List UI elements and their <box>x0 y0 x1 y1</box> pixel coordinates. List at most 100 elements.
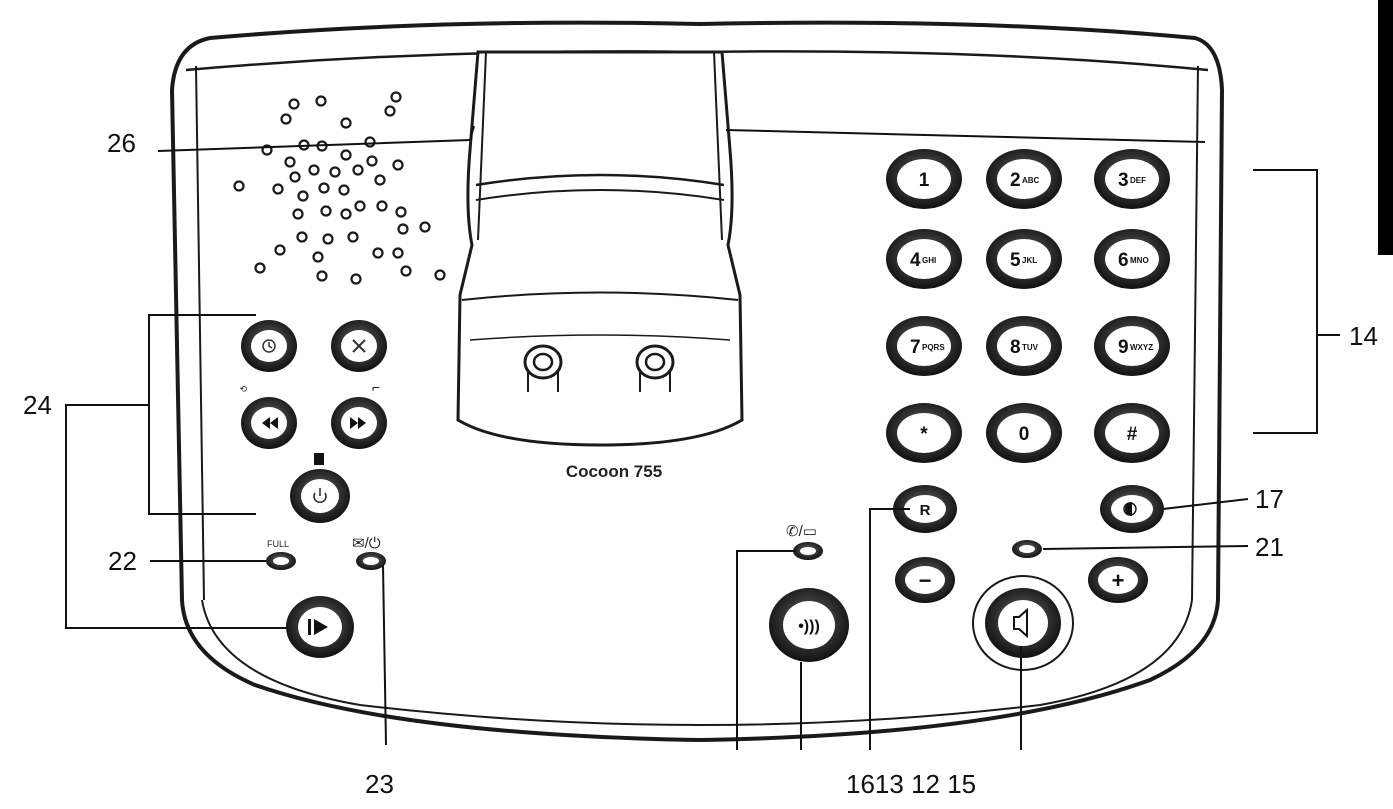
rewind-icon <box>262 417 278 429</box>
grille-hole <box>392 159 404 171</box>
intercom-icon <box>1125 502 1132 516</box>
clock-button[interactable] <box>241 320 297 372</box>
grille-hole <box>322 233 334 245</box>
charging-contact-right <box>635 344 675 392</box>
rewind-button[interactable] <box>241 397 297 449</box>
speakerphone-button[interactable] <box>972 575 1074 671</box>
grille-hole <box>372 247 384 259</box>
message-indicator-led <box>356 552 386 570</box>
keypad-key-0[interactable]: 0 <box>986 403 1062 463</box>
volume-down-button[interactable]: − <box>895 557 955 603</box>
grille-hole <box>395 206 407 218</box>
grille-hole <box>312 251 324 263</box>
keypad-key-digit: 1 <box>919 170 930 191</box>
grille-hole <box>354 200 366 212</box>
keypad-key-digit: # <box>1127 424 1138 445</box>
message-power-icon: ✉/⏻ <box>352 535 381 552</box>
memo-icon: ⌐ <box>372 379 380 395</box>
callout-23: 23 <box>365 769 394 799</box>
grille-hole <box>316 270 328 282</box>
grille-hole <box>292 208 304 220</box>
keypad-key-digit: 0 <box>1019 424 1030 445</box>
keypad-key-letters: MNO <box>1130 256 1149 265</box>
grille-hole <box>297 190 309 202</box>
grille-hole <box>392 247 404 259</box>
grille-hole <box>288 98 300 110</box>
keypad-key-digit: 2 <box>1010 170 1021 191</box>
page-button[interactable]: •))) <box>769 588 849 662</box>
base-side-line-right <box>1191 65 1199 601</box>
play-icon <box>308 619 311 635</box>
callout-26: 26 <box>107 128 136 158</box>
callout-14: 14 <box>1349 321 1378 351</box>
grille-hole <box>272 183 284 195</box>
grille-hole <box>340 208 352 220</box>
grille-hole <box>338 184 350 196</box>
grille-hole <box>384 105 396 117</box>
grille-hole <box>296 231 308 243</box>
grille-hole <box>318 182 330 194</box>
keypad-key-digit: * <box>920 424 928 445</box>
intercom-button[interactable] <box>1100 485 1164 533</box>
callout-24: 24 <box>23 390 52 420</box>
keypad-key-digit: 6 <box>1118 250 1129 271</box>
grille-hole <box>434 269 446 281</box>
grille-hole <box>350 273 362 285</box>
full-indicator-led <box>266 552 296 570</box>
keypad-key-digit: 8 <box>1010 337 1021 358</box>
keypad-key-digit: 7 <box>910 337 921 358</box>
delete-button[interactable] <box>331 320 387 372</box>
grille-hole <box>315 95 327 107</box>
grille-hole <box>419 221 431 233</box>
model-name: Cocoon 755 <box>566 462 662 481</box>
volume-down-label: − <box>919 568 932 593</box>
callout-21: 21 <box>1255 532 1284 562</box>
keypad-key-digit: 4 <box>910 250 921 271</box>
callout-22: 22 <box>108 546 137 576</box>
speaker-grille <box>233 91 446 285</box>
grille-hole <box>320 205 332 217</box>
callout-lines <box>65 125 1340 750</box>
power-button[interactable] <box>290 469 350 523</box>
base-side-line-left <box>195 65 205 601</box>
charge-indicator-led <box>793 542 823 560</box>
keypad-key-1[interactable]: 1 <box>886 149 962 209</box>
play-button[interactable] <box>286 596 354 658</box>
grille-hole <box>340 117 352 129</box>
keypad-key-hash[interactable]: # <box>1094 403 1170 463</box>
grille-hole <box>364 136 376 148</box>
power-icon <box>313 492 327 504</box>
repeat-icon: ⟲ <box>239 384 248 394</box>
recall-button[interactable]: R <box>893 485 957 533</box>
grille-hole <box>329 166 341 178</box>
grille-hole <box>390 91 402 103</box>
clock-icon <box>262 339 276 353</box>
keypad-key-letters: GHI <box>922 256 936 265</box>
forward-button[interactable] <box>331 397 387 449</box>
base-front-band <box>201 599 1193 726</box>
keypad-key-letters: ABC <box>1022 176 1040 185</box>
keypad-key-star[interactable]: * <box>886 403 962 463</box>
callout-bottom-group: 1613 12 15 <box>846 769 976 799</box>
volume-up-button[interactable]: + <box>1088 557 1148 603</box>
grille-hole <box>352 164 364 176</box>
recall-label: R <box>920 502 931 519</box>
grille-hole <box>397 223 409 235</box>
keypad-key-letters: JKL <box>1022 256 1037 265</box>
charging-contact-left <box>523 344 563 392</box>
grille-hole <box>308 164 320 176</box>
close-icon <box>352 339 366 353</box>
grille-hole <box>347 231 359 243</box>
keypad-key-letters: TUV <box>1022 343 1039 352</box>
edge-tab <box>1378 0 1393 255</box>
grille-hole <box>289 171 301 183</box>
